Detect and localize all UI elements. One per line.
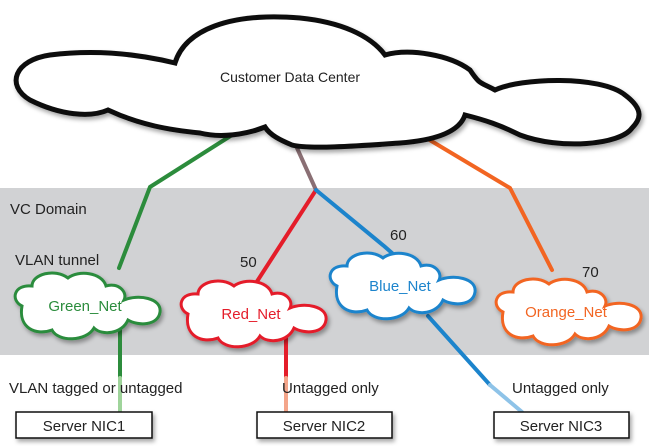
orange-uplink xyxy=(426,137,554,272)
orange-net-label: Orange_Net xyxy=(525,304,608,321)
orange-net-cloud-shape xyxy=(494,277,643,347)
nic3-mode-label: Untagged only xyxy=(512,380,609,397)
server-nic3-box: Server NIC3 xyxy=(493,411,630,439)
nic2-mode-label: Untagged only xyxy=(282,380,379,397)
nic1-mode-label: VLAN tagged or untagged xyxy=(9,380,182,397)
server-nic2-label: Server NIC2 xyxy=(283,418,366,435)
server-nic2-box: Server NIC2 xyxy=(256,411,393,439)
orange-net-cloud: Orange_Net xyxy=(494,277,643,347)
server-nic1-box: Server NIC1 xyxy=(15,411,153,439)
green-net-cloud: Green_Net xyxy=(13,271,162,341)
red-net-label: Red_Net xyxy=(221,306,281,323)
red-net-cloud: Red_Net xyxy=(179,279,328,349)
red-net-vlan-label: 50 xyxy=(240,254,257,271)
server-nic1-label: Server NIC1 xyxy=(43,418,126,435)
blue-downlink-untagged xyxy=(488,383,524,414)
green-net-vlan-label: VLAN tunnel xyxy=(15,252,99,269)
green-net-cloud-shape xyxy=(13,271,162,341)
blue-net-label: Blue_Net xyxy=(369,278,432,295)
blue-net-cloud-shape xyxy=(328,251,477,321)
blue-net-cloud: Blue_Net xyxy=(328,251,477,321)
server-nic3-label: Server NIC3 xyxy=(520,418,603,435)
vc-domain-label: VC Domain xyxy=(10,201,87,218)
red-net-cloud-shape xyxy=(179,279,328,349)
blue-uplink xyxy=(314,188,394,255)
blue-downlink xyxy=(426,314,492,387)
blue-net-vlan-label: 60 xyxy=(390,227,407,244)
red-uplink xyxy=(254,188,318,285)
green-uplink xyxy=(117,133,234,270)
customer-data-center-cloud: Customer Data Center xyxy=(13,14,642,150)
shared-uplink xyxy=(295,146,318,192)
customer-data-center-label: Customer Data Center xyxy=(220,69,360,85)
orange-net-vlan-label: 70 xyxy=(582,264,599,281)
green-net-label: Green_Net xyxy=(48,298,122,315)
